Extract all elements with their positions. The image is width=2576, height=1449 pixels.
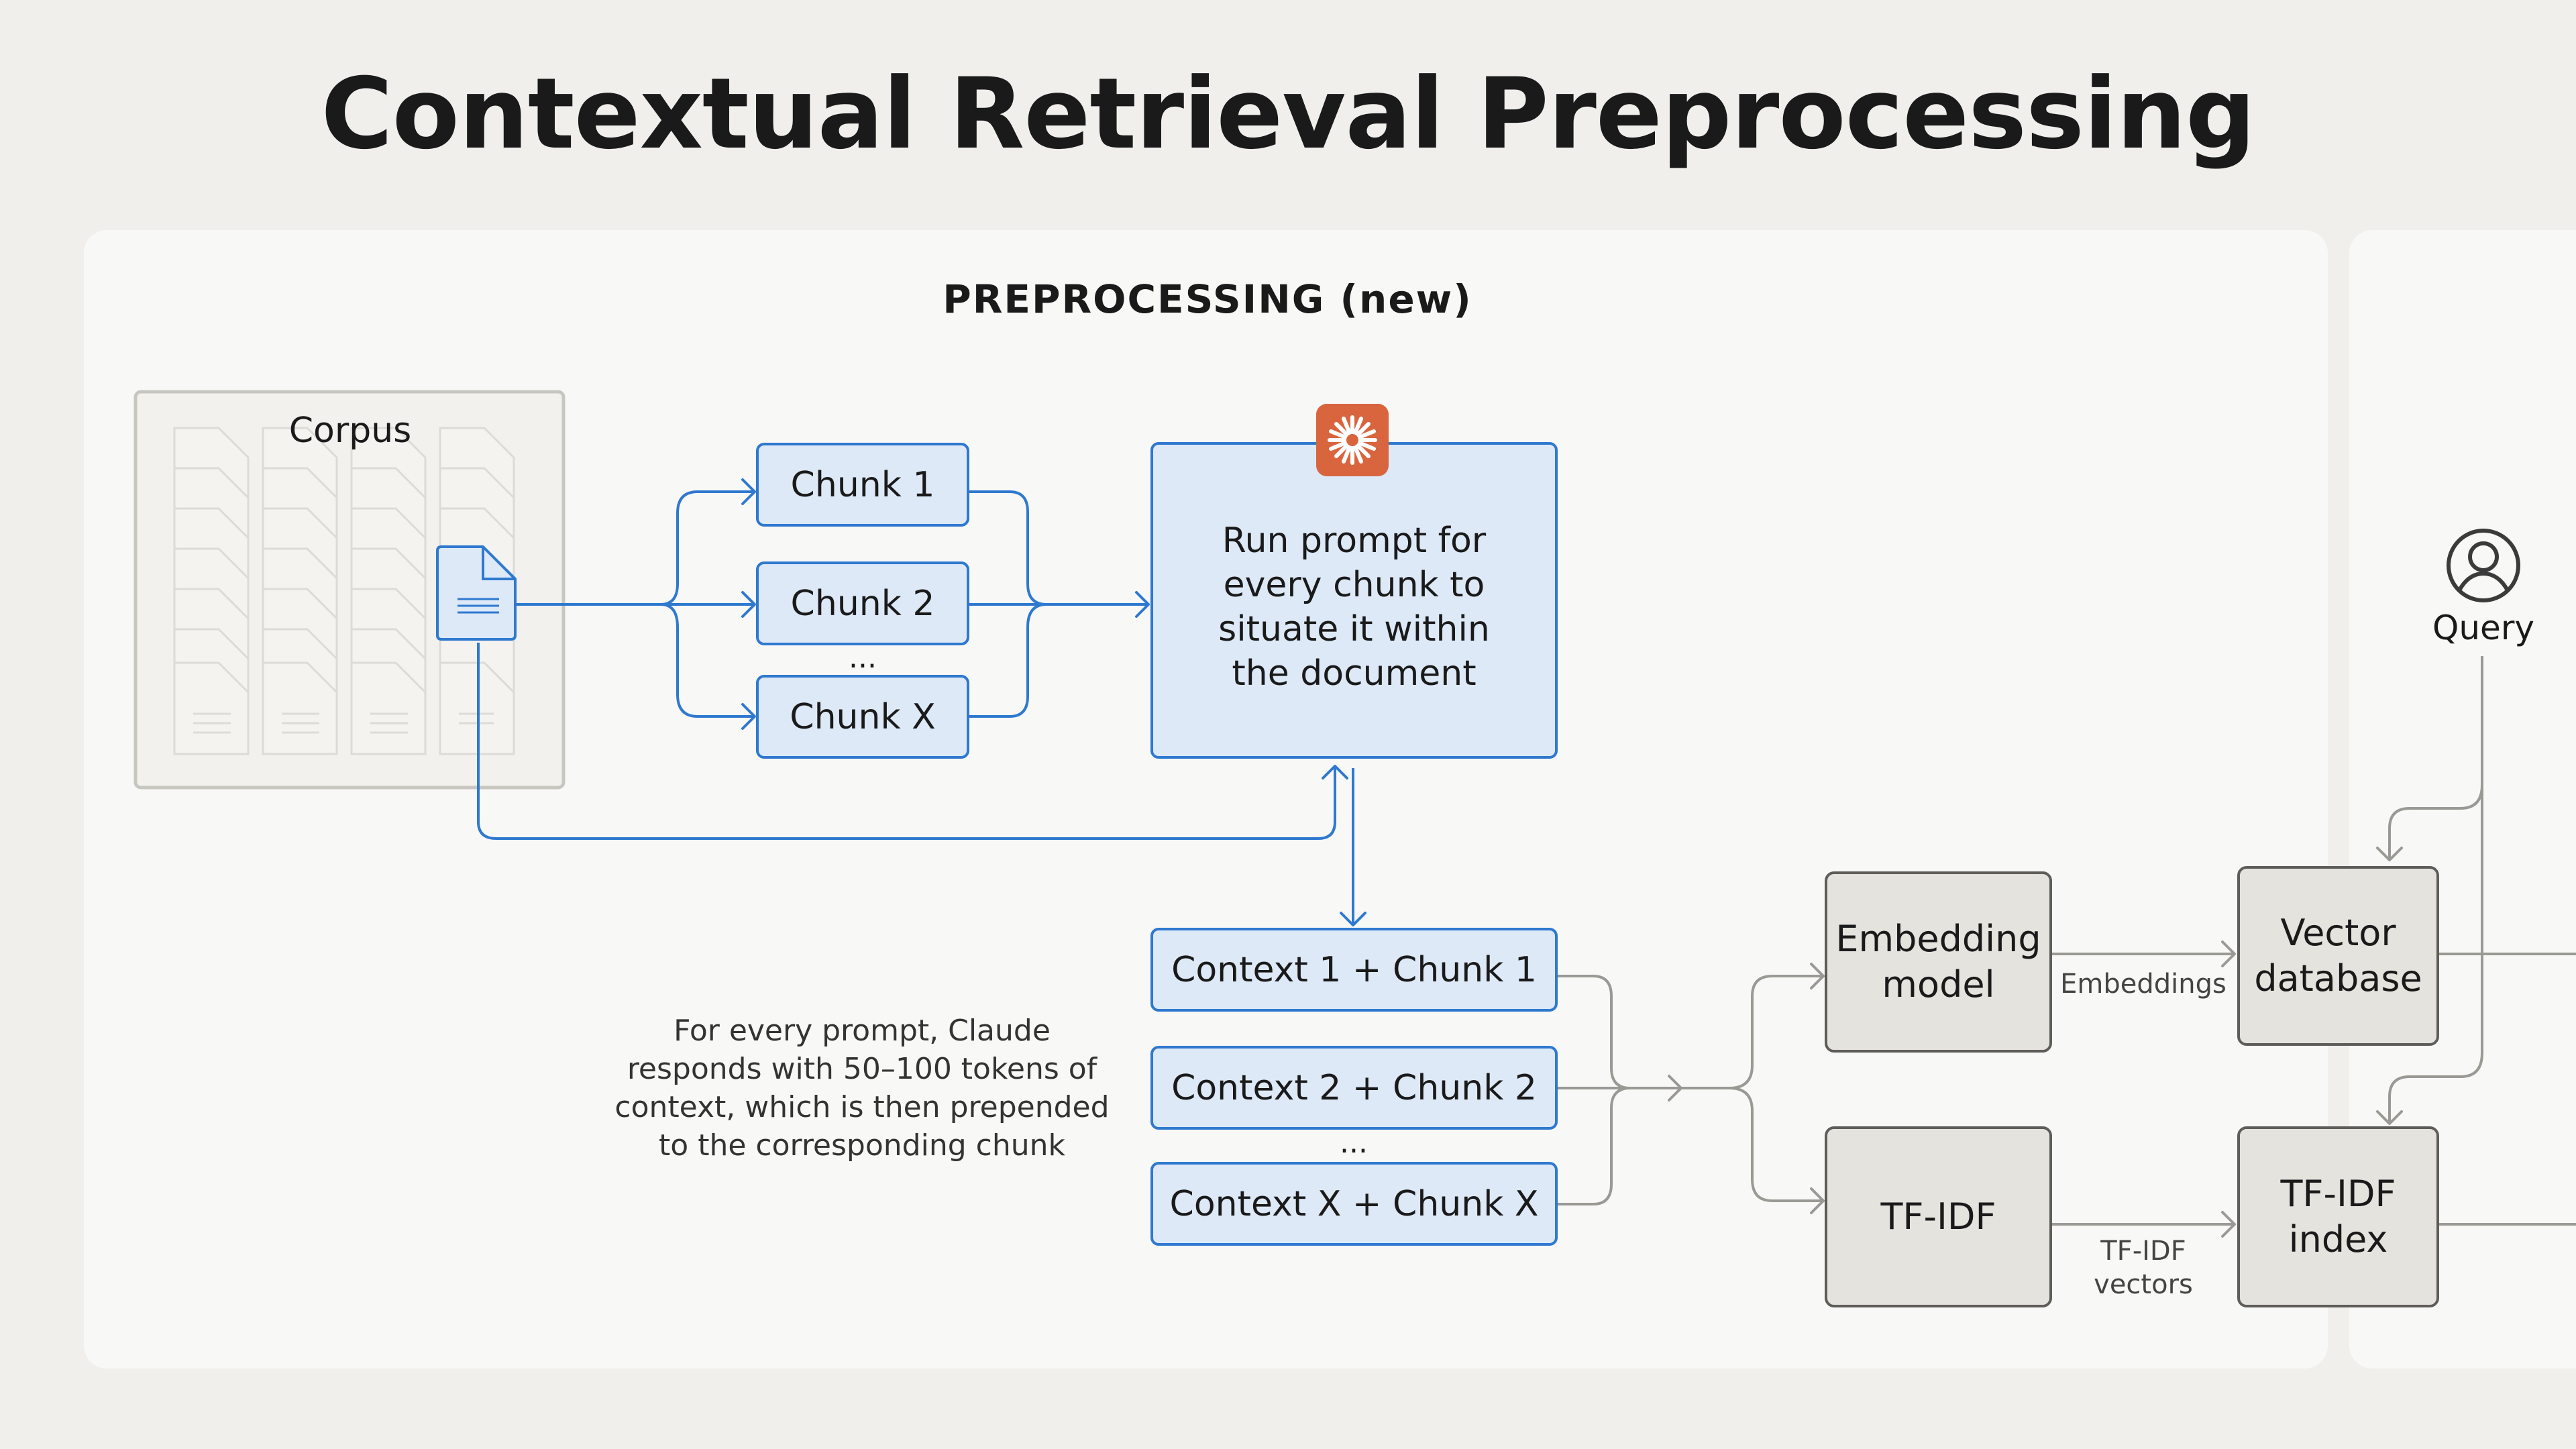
chunk-ellipsis: ... [849, 641, 877, 675]
prompt-line: Run prompt for [1222, 521, 1487, 561]
context-note: For every prompt, Claude responds with 5… [590, 1012, 1134, 1165]
prompt-line: the document [1232, 653, 1477, 694]
context-chunk-1: Context 1 + Chunk 1 [1150, 928, 1558, 1012]
tfidf-index-line: TF-IDF [2280, 1173, 2396, 1215]
embedding-model-line: Embedding [1835, 918, 2041, 960]
note-line: context, which is then prepended [614, 1090, 1110, 1124]
embedding-model-line: model [1882, 963, 1995, 1006]
embedding-model-box: Embedding model [1825, 871, 2052, 1053]
vector-database-box: Vector database [2237, 866, 2439, 1046]
query-label: Query [2432, 608, 2534, 647]
prompt-line: every chunk to [1223, 565, 1485, 605]
selected-document-icon [436, 545, 517, 641]
tfidf-index-line: index [2288, 1218, 2388, 1260]
page-title: Contextual Retrieval Preprocessing [321, 57, 2255, 171]
tfidf-index-box: TF-IDF index [2237, 1126, 2439, 1307]
chunk-2: Chunk 2 [756, 561, 969, 645]
note-line: responds with 50–100 tokens of [627, 1052, 1097, 1086]
prompt-box: Run prompt for every chunk to situate it… [1150, 442, 1558, 759]
tfidf-vectors-line: TF-IDF [2100, 1236, 2186, 1267]
embeddings-label: Embeddings [2060, 969, 2226, 1000]
user-icon-graphic [2447, 529, 2520, 602]
note-line: to the corresponding chunk [659, 1128, 1065, 1163]
vector-database-line: database [2254, 957, 2422, 1000]
context-chunk-2: Context 2 + Chunk 2 [1150, 1046, 1558, 1130]
tfidf-vectors-line: vectors [2094, 1269, 2193, 1300]
claude-sparkle-icon [1316, 404, 1389, 476]
tfidf-vectors-label: TF-IDF vectors [2054, 1234, 2233, 1301]
context-chunk-x: Context X + Chunk X [1150, 1162, 1558, 1246]
note-line: For every prompt, Claude [674, 1014, 1051, 1048]
corpus-label: Corpus [288, 411, 412, 451]
vector-database-line: Vector [2280, 912, 2396, 954]
corpus-documents [173, 427, 515, 755]
section-label: PREPROCESSING (new) [943, 276, 1472, 322]
prompt-line: situate it within [1218, 609, 1490, 649]
chunk-1: Chunk 1 [756, 443, 969, 527]
chunk-x: Chunk X [756, 675, 969, 759]
tfidf-box: TF-IDF [1825, 1126, 2052, 1307]
context-chunk-ellipsis: ... [1340, 1126, 1368, 1160]
